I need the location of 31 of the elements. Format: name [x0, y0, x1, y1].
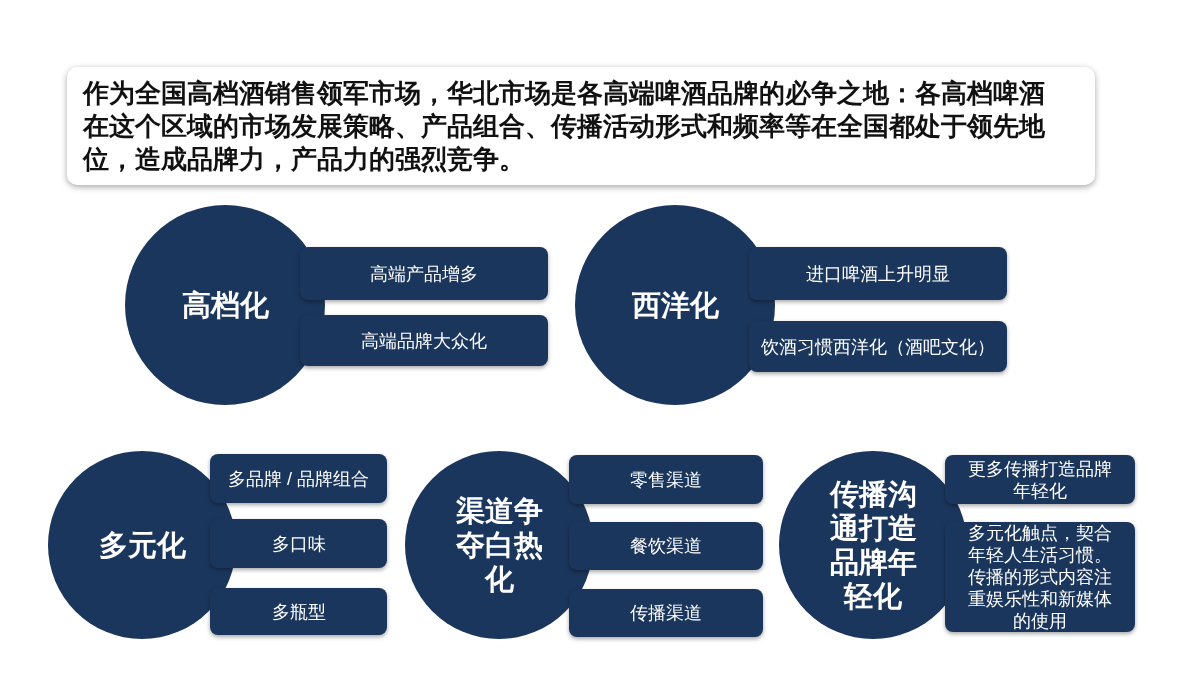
point-box — [300, 247, 548, 300]
point-text: 进口啤酒上升明显 — [806, 262, 950, 285]
point-text: 高端产品增多 — [370, 262, 478, 285]
topic-title: 多元化 — [98, 528, 186, 562]
point-box — [569, 522, 763, 570]
topic-title: 高档化 — [181, 288, 269, 322]
point-box — [210, 454, 387, 503]
point-box — [945, 522, 1135, 632]
point-box — [749, 247, 1007, 300]
point-box — [749, 321, 1007, 372]
point-text: 高端品牌大众化 — [361, 329, 487, 352]
topic-title: 西洋化 — [631, 288, 719, 322]
topic-title: 传播沟通打造品牌年轻化 — [828, 477, 918, 613]
point-text: 传播渠道 — [630, 602, 702, 624]
point-box — [945, 455, 1135, 504]
point-text: 多品牌 / 品牌组合 — [228, 467, 369, 490]
summary-box — [67, 67, 1095, 185]
point-text: 餐饮渠道 — [630, 535, 702, 557]
point-text: 多瓶型 — [271, 600, 326, 623]
point-text: 多元化触点，契合年轻人生活习惯。传播的形式内容注重娱乐性和新媒体的使用 — [967, 522, 1113, 632]
point-box — [210, 519, 387, 568]
point-box — [300, 315, 548, 366]
summary-text: 作为全国高档酒销售领军市场，华北市场是各高端啤酒品牌的必争之地：各高档啤酒在这个区域的市场发展策略、产品组合、传播活动形式和频率等在全国都处于领先地位，造成品牌力，产品力的强烈竞争。 — [83, 76, 1046, 176]
point-text: 零售渠道 — [630, 468, 702, 491]
point-box — [569, 455, 763, 504]
point-text: 饮酒习惯西洋化（酒吧文化） — [761, 335, 995, 358]
topic-title: 渠道争夺白热化 — [454, 494, 544, 596]
point-box — [569, 589, 763, 637]
point-text: 更多传播打造品牌年轻化 — [967, 457, 1113, 502]
point-text: 多口味 — [271, 532, 326, 555]
point-box — [210, 588, 387, 635]
